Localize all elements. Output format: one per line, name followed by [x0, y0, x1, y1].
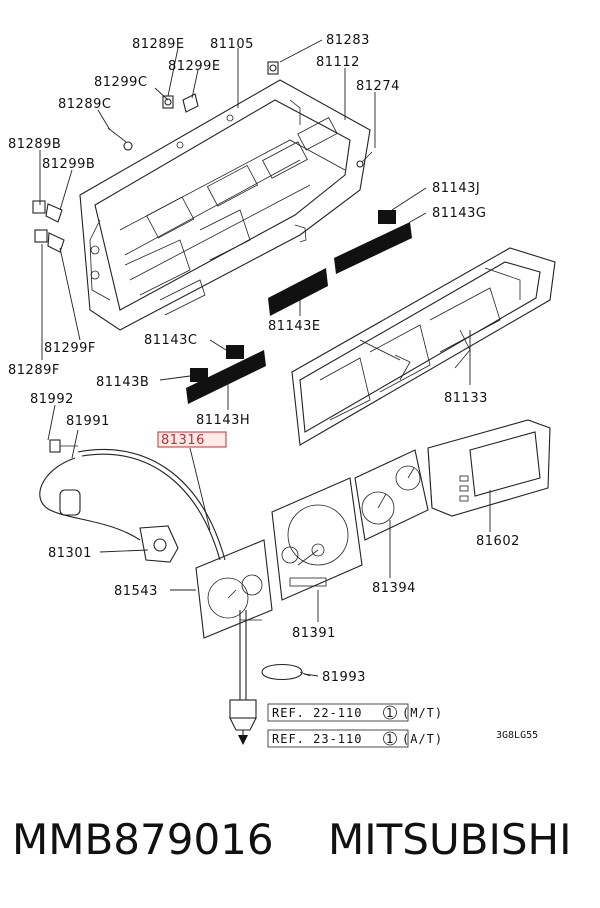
- ref1-box: [267, 703, 409, 722]
- filter-81143C: [226, 345, 244, 359]
- label-81289E: 81289E: [132, 37, 185, 52]
- drive-cable-drawing: [229, 610, 257, 745]
- label-81143H: 81143H: [196, 413, 250, 428]
- filter-strips: [186, 210, 412, 404]
- label-81391: 81391: [292, 626, 336, 641]
- part-labels: 81289E 81105 81283 81299C 81299E 81112 8…: [8, 33, 520, 685]
- label-81394: 81394: [372, 581, 416, 596]
- label-81299C: 81299C: [94, 75, 147, 90]
- label-81289C: 81289C: [58, 97, 111, 112]
- label-81299B: 81299B: [42, 157, 95, 172]
- footer: MMB879016 MITSUBISHI: [0, 800, 600, 880]
- cluster-housing-drawing: [79, 79, 371, 331]
- label-81543: 81543: [114, 584, 158, 599]
- label-81283: 81283: [326, 33, 370, 48]
- label-81143E: 81143E: [268, 319, 321, 334]
- parts-diagram: 81289E 81105 81283 81299C 81299E 81112 8…: [8, 33, 556, 748]
- label-81289B: 81289B: [8, 137, 61, 152]
- filter-81143G: [334, 222, 412, 274]
- label-81143J: 81143J: [432, 181, 480, 196]
- label-81133: 81133: [444, 391, 488, 406]
- diagram-code: 3G8LG55: [496, 730, 538, 741]
- label-81299F: 81299F: [44, 341, 96, 356]
- meter-panel-drawing: [291, 247, 556, 446]
- label-81992: 81992: [30, 392, 74, 407]
- reference-2-text: REF. 23-110: [272, 732, 362, 746]
- gauge-plates-drawing: [195, 449, 429, 639]
- label-81301: 81301: [48, 546, 92, 561]
- label-81112: 81112: [316, 55, 360, 70]
- label-81105: 81105: [210, 37, 254, 52]
- filter-81143H: [186, 350, 266, 404]
- reference-1-text: REF. 22-110: [272, 706, 362, 720]
- filter-81143J: [378, 210, 396, 224]
- reference-2-suffix: (A/T): [402, 732, 443, 746]
- label-81316-highlight-box: [157, 431, 227, 448]
- display-unit-drawing: [427, 419, 551, 517]
- speedometer-cable-drawing: [39, 439, 226, 563]
- label-81993: 81993: [322, 670, 366, 685]
- filter-81143E: [268, 268, 328, 316]
- label-81316: 81316: [161, 433, 205, 448]
- label-81143B: 81143B: [96, 375, 149, 390]
- filter-81143B: [190, 368, 208, 382]
- label-81143C: 81143C: [144, 333, 197, 348]
- fasteners-top-left: [107, 61, 373, 168]
- part-number: MMB879016: [12, 815, 274, 864]
- label-81143G: 81143G: [432, 206, 486, 221]
- label-81274: 81274: [356, 79, 400, 94]
- label-81991: 81991: [66, 414, 110, 429]
- label-81299E: 81299E: [168, 59, 221, 74]
- brand-name: MITSUBISHI: [328, 815, 572, 864]
- side-screws-left: [32, 200, 65, 253]
- reference-1-suffix: (M/T): [402, 706, 443, 720]
- ref2-box: [267, 729, 409, 748]
- reference-2-circle-number: 1: [386, 732, 394, 746]
- reference-notes: REF. 22-110 1 (M/T) REF. 23-110 1 (A/T) …: [267, 703, 538, 748]
- band-clip-drawing: [261, 663, 311, 681]
- reference-1-circle-number: 1: [386, 706, 394, 720]
- label-81289F: 81289F: [8, 363, 60, 378]
- label-81602: 81602: [476, 534, 520, 549]
- leader-lines: [39, 39, 491, 677]
